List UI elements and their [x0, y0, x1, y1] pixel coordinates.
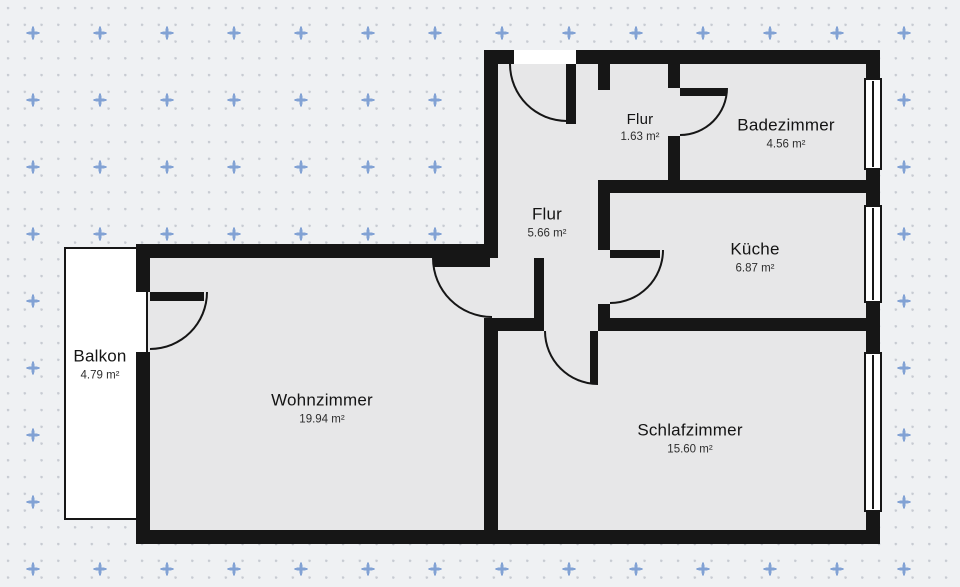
room-label-schlafzimmer: Schlafzimmer 15.60 m²: [637, 421, 742, 456]
room-name: Flur: [531, 204, 563, 224]
room-name: Küche: [730, 239, 780, 259]
room-area: 6.87 m²: [735, 262, 775, 275]
room-name: Schlafzimmer: [637, 420, 743, 440]
room-name: Wohnzimmer: [271, 390, 373, 410]
wall-left-lower: [136, 352, 150, 544]
room-name: Badezimmer: [737, 115, 835, 135]
wall-corridor-bottom: [484, 318, 544, 331]
room-label-flur-klein: Flur 1.63 m²: [621, 111, 660, 143]
wall-corridor-left: [484, 50, 498, 258]
wall-kueche-left-upper: [598, 180, 610, 250]
window-mullion: [872, 355, 874, 509]
window-schlafzimmer: [864, 352, 882, 512]
balcony-outline: [64, 247, 148, 520]
window-kueche: [864, 205, 882, 303]
wall-door-spur: [534, 258, 544, 331]
room-label-kueche: Küche 6.87 m²: [730, 240, 779, 275]
room-area: 4.79 m²: [80, 369, 120, 382]
room-area: 4.56 m²: [766, 138, 806, 151]
wall-under-badezimmer: [598, 180, 880, 193]
room-label-flur: Flur 5.66 m²: [528, 205, 567, 240]
wall-bad-left-lower: [668, 136, 680, 193]
room-label-wohnzimmer: Wohnzimmer 19.94 m²: [271, 391, 373, 426]
room-area: 19.94 m²: [299, 413, 345, 426]
entry-door-opening: [514, 50, 576, 64]
wall-left-upper: [136, 244, 150, 292]
window-mullion: [872, 81, 874, 167]
window-badezimmer: [864, 78, 882, 170]
room-label-balkon: Balkon 4.79 m²: [73, 347, 126, 382]
wall-bad-left-upper: [668, 64, 680, 88]
wall-nook-stub: [598, 50, 610, 90]
room-area: 15.60 m²: [667, 443, 713, 456]
window-mullion: [872, 208, 874, 300]
wall-wohn-schlaf: [484, 318, 498, 544]
room-name: Balkon: [73, 346, 127, 366]
room-name: Flur: [626, 111, 654, 128]
wall-kueche-schlaf: [598, 318, 880, 331]
entry-door-leaf: [566, 64, 576, 124]
wall-wohnzimmer-top: [136, 244, 498, 258]
wall-bottom: [136, 530, 880, 544]
room-area: 1.63 m²: [620, 131, 660, 143]
room-area: 5.66 m²: [527, 227, 567, 240]
wall-top: [576, 50, 880, 64]
room-label-badezimmer: Badezimmer 4.56 m²: [737, 116, 834, 151]
